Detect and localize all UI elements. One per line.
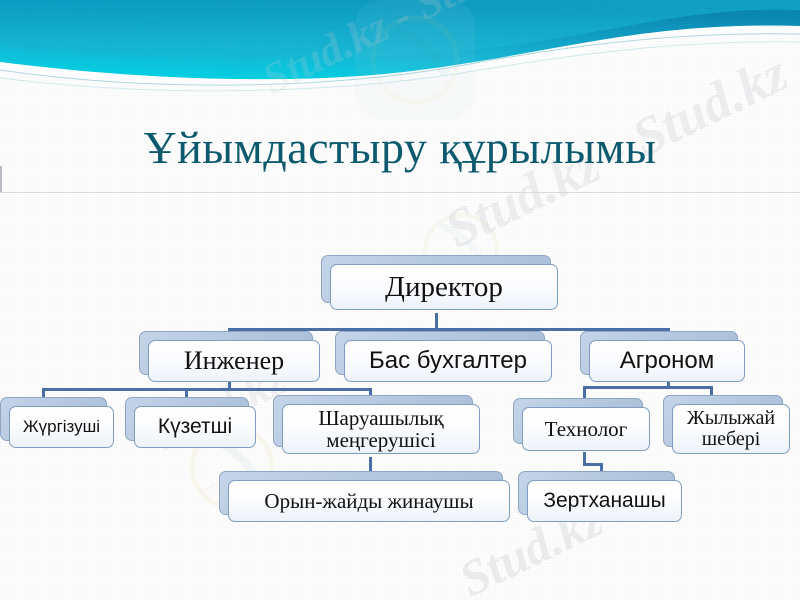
connector-to-technolog bbox=[583, 386, 586, 404]
org-node-agronomist[interactable]: Агроном bbox=[580, 331, 745, 382]
org-node-labworker[interactable]: Зертханашы bbox=[518, 471, 682, 522]
org-node-director[interactable]: Директор bbox=[321, 255, 558, 310]
connector-agronomist-bus bbox=[583, 386, 713, 389]
org-node-label: Технолог bbox=[544, 416, 628, 441]
org-node-accountant[interactable]: Бас бухгалтер bbox=[335, 331, 552, 382]
title-left-tick bbox=[0, 166, 2, 192]
org-node-technolog[interactable]: Технолог bbox=[513, 398, 650, 451]
connector-technolog-bus bbox=[583, 463, 603, 466]
org-node-guard[interactable]: Күзетші bbox=[125, 397, 256, 448]
connector-to-driver bbox=[42, 388, 45, 405]
connector-household-stem bbox=[369, 457, 372, 468]
org-node-greenhouse[interactable]: Жылыжай шебері bbox=[663, 395, 790, 454]
org-node-household[interactable]: Шаруашылық меңгерушісі bbox=[273, 395, 480, 454]
org-node-label: Директор bbox=[385, 270, 503, 303]
page-title: Ұйымдастыру құрылымы bbox=[143, 122, 657, 173]
org-node-label: Күзетші bbox=[157, 415, 233, 438]
connector-engineer-bus bbox=[42, 388, 372, 391]
org-node-label: Орын-жайды жинаушы bbox=[264, 488, 474, 513]
org-node-label: Агроном bbox=[619, 347, 715, 374]
connector-director-stem bbox=[435, 313, 438, 330]
connector-engineer-stem bbox=[228, 378, 231, 390]
connector-technolog-stem bbox=[583, 452, 586, 465]
connector-agronomist-stem bbox=[667, 378, 670, 388]
org-node-label: Бас бухгалтер bbox=[369, 347, 527, 374]
org-node-cleaner[interactable]: Орын-жайды жинаушы bbox=[219, 471, 510, 522]
title-divider bbox=[0, 192, 800, 193]
connector-to-greenhouse bbox=[710, 386, 713, 400]
decorative-wave-banner bbox=[0, 0, 800, 95]
org-node-label: Инженер bbox=[183, 346, 285, 375]
connector-to-guard bbox=[185, 388, 188, 405]
org-node-label: Жылыжай шебері bbox=[686, 407, 776, 450]
org-node-driver[interactable]: Жүргізуші bbox=[0, 397, 114, 448]
connector-director-bus bbox=[228, 328, 670, 331]
org-node-label: Жүргізуші bbox=[22, 417, 101, 436]
org-node-engineer[interactable]: Инженер bbox=[139, 331, 320, 382]
org-node-label: Зертханашы bbox=[543, 489, 666, 512]
org-node-label: Шаруашылық меңгерушісі bbox=[318, 405, 444, 452]
title-zone: Ұйымдастыру құрылымы bbox=[0, 108, 800, 193]
